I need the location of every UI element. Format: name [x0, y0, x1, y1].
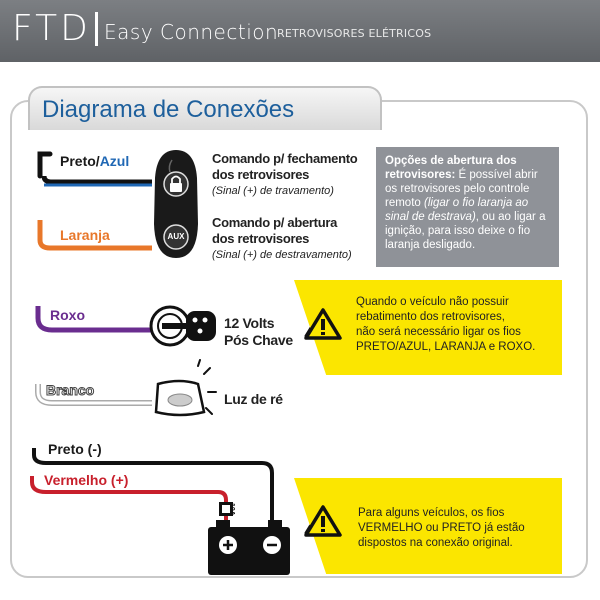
- product-name: Easy Connection: [104, 20, 279, 44]
- wire-laranja: [37, 220, 152, 251]
- close-command-description: Comando p/ fechamento dos retrovisores (…: [212, 151, 358, 199]
- open-command-note: (Sinal (+) de destravamento): [212, 249, 352, 261]
- wire-label-preto: Preto/: [60, 153, 100, 169]
- header-bar: FTD Easy Connection RETROVISORES ELÉTRIC…: [0, 0, 600, 62]
- wire-vermelho-positivo: [30, 476, 228, 527]
- warning-box-original-wiring: Para alguns veículos, os fios VERMELHO o…: [294, 478, 562, 574]
- warning2-line1: Para alguns veículos, os fios: [358, 507, 505, 519]
- open-command-line2: dos retrovisores: [212, 231, 310, 246]
- warning1-line2: rebatimento dos retrovisores,: [356, 311, 505, 323]
- opening-options-title: Opções de abertura dos retrovisores:: [385, 155, 517, 181]
- warning2-line2: VERMELHO ou PRETO já estão: [358, 522, 525, 534]
- battery-icon: [208, 520, 290, 575]
- opening-options-box: Opções de abertura dos retrovisores: É p…: [376, 147, 559, 267]
- warning1-line1: Quando o veículo não possuir: [356, 296, 509, 308]
- wire-label-laranja: Laranja: [60, 227, 110, 243]
- reverse-light-label: Luz de ré: [224, 391, 283, 407]
- open-command-description: Comando p/ abertura dos retrovisores (Si…: [212, 215, 352, 263]
- wire-label-preto-azul: Preto/Azul: [60, 153, 129, 169]
- page-title: Diagrama de Conexões: [42, 96, 295, 123]
- warning-box-mirror-folding: Quando o veículo não possuir rebatimento…: [294, 280, 562, 375]
- close-command-line1: Comando p/ fechamento: [212, 151, 358, 166]
- opening-options-text2: , ou ao ligar a ignição, para isso deixe…: [385, 211, 546, 251]
- wire-label-preto-negativo: Preto (-): [48, 441, 102, 457]
- ignition-line1: 12 Volts: [224, 315, 275, 331]
- wire-label-vermelho-positivo: Vermelho (+): [44, 472, 129, 488]
- title-tab: [28, 86, 382, 130]
- warning1-line3: não será necessário ligar os fios: [356, 326, 521, 338]
- warning1-line4: PRETO/AZUL, LARANJA e ROXO.: [356, 341, 536, 353]
- aux-button: AUX: [167, 232, 185, 241]
- wire-label-branco: Branco: [45, 382, 95, 399]
- ignition-key-icon: [149, 305, 216, 347]
- wire-roxo: [35, 306, 152, 333]
- wire-label-roxo: Roxo: [50, 307, 85, 323]
- warning2-line3: dispostos na conexão original.: [358, 537, 513, 549]
- fuse-icon: [219, 502, 233, 516]
- wire-preto-azul: [37, 151, 152, 187]
- close-command-line2: dos retrovisores: [212, 167, 310, 182]
- brand-logo: FTD: [12, 8, 91, 49]
- remote-control-icon: [154, 150, 198, 258]
- wire-branco: [35, 384, 152, 406]
- ignition-line2: Pós Chave: [224, 332, 293, 348]
- opening-options-italic: (ligar o fio laranja ao sinal de destrav…: [385, 197, 529, 223]
- product-subtitle: RETROVISORES ELÉTRICOS: [277, 27, 432, 40]
- ignition-description: 12 Volts Pós Chave: [224, 315, 293, 349]
- reverse-light-icon: [154, 359, 217, 417]
- fuse-label: 10A: [228, 503, 235, 516]
- opening-options-text1: É possível abrir os retrovisores pelo co…: [385, 169, 538, 209]
- open-command-line1: Comando p/ abertura: [212, 215, 338, 230]
- logo-divider: [95, 12, 98, 46]
- close-command-note: (Sinal (+) de travamento): [212, 185, 334, 197]
- wire-preto-negativo: [32, 448, 274, 527]
- wire-label-azul: Azul: [99, 153, 130, 169]
